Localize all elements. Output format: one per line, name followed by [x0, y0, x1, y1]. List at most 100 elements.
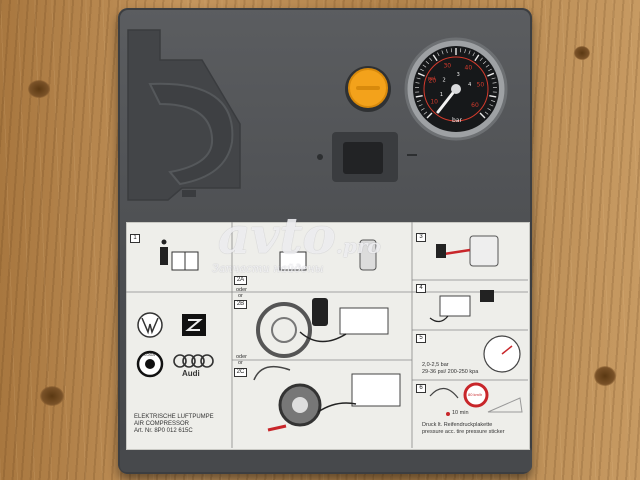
gauge-tick-label: 50	[477, 82, 485, 89]
gauge-tick	[422, 64, 427, 68]
gauge-tick	[492, 82, 497, 84]
gauge-tick	[482, 60, 487, 65]
hose-clip	[148, 82, 234, 186]
gauge-unit-bar: bar	[452, 117, 462, 124]
pressure-range-bar: 2,0-2,5 bar	[422, 362, 449, 368]
cap-grip	[356, 86, 380, 90]
gauge-tick-label: 30	[443, 63, 451, 70]
wood-knot	[574, 46, 590, 60]
gauge-tick	[464, 49, 466, 54]
gauge-inner-label: 3	[457, 72, 460, 78]
audi-logo-text: Audi	[182, 369, 200, 378]
gauge-tick	[415, 82, 420, 84]
oder-label-2: oder	[236, 354, 248, 360]
gauge-tick-label: 20	[429, 77, 437, 84]
info-icon-dot	[161, 239, 167, 245]
compressor-icon-2	[351, 373, 401, 407]
speed-limit-sign	[463, 382, 489, 408]
compressor-small-icon	[439, 295, 471, 317]
gauge-tick	[485, 64, 490, 68]
power-socket-icon	[469, 235, 499, 267]
wood-knot	[40, 386, 64, 406]
gauge-tick	[488, 68, 492, 72]
step-number-2C: 2C	[234, 368, 247, 377]
gauge-tick	[429, 57, 433, 62]
placard-note-de: Druck lt. Reifendruckplakette	[422, 422, 493, 428]
pressure-range-psi: 29-36 psi/ 200-250 kpa	[422, 369, 479, 375]
gauge-psi-arc	[423, 56, 489, 122]
clip-slot	[182, 190, 196, 197]
gauge-tick-marks: 10 20 30 40 50 60 1 2 3 4	[415, 48, 497, 119]
switch-off-dot	[317, 154, 323, 160]
gauge-tick	[416, 100, 421, 102]
oder-label-1: oder	[236, 287, 248, 293]
gauge-tick	[417, 72, 425, 77]
housing-base	[120, 446, 532, 472]
gauge-tick	[474, 54, 480, 62]
or-label-1: or	[238, 293, 243, 299]
red-arrow	[443, 248, 471, 256]
gauge-tick	[468, 50, 471, 55]
watermark-brand: avto.pro	[218, 206, 381, 265]
gauge-tick	[487, 72, 495, 77]
watermark-tagline: Запчасти найдены	[212, 262, 324, 275]
ten-minutes-text: 10 min	[452, 410, 469, 416]
audi-logo	[173, 354, 214, 368]
gauge-tick	[441, 50, 444, 55]
gauge-tick-label: 10	[430, 99, 438, 106]
gauge-tick	[432, 54, 438, 62]
gauge-tick	[418, 104, 423, 107]
car-icon	[429, 387, 459, 399]
gauge-tick-label: 60	[471, 102, 479, 109]
gauge-tick	[484, 111, 489, 115]
wood-knot	[28, 80, 50, 98]
tire-icon	[256, 302, 312, 358]
wood-knot	[594, 366, 616, 386]
gauge-tick	[479, 112, 486, 119]
gauge-tick	[489, 104, 494, 107]
compressor-icon	[339, 307, 389, 335]
sealant-bottle-black	[312, 298, 328, 326]
product-name-de: ELEKTRISCHE LUFTPUMPE	[134, 414, 214, 420]
gauge-tick	[426, 112, 433, 119]
product-name-en: AIR COMPRESSOR	[134, 421, 190, 427]
gauge-unit-psi: psi	[428, 76, 435, 82]
step-number-4: 4	[416, 284, 426, 293]
skoda-logo-text: SKODA	[141, 352, 156, 357]
gauge-tick	[446, 49, 448, 54]
gauge-inner-label: 1	[440, 92, 443, 98]
speed-sign-text: 80 km/h	[468, 392, 483, 397]
label-grid	[126, 222, 528, 448]
info-icon	[160, 247, 168, 265]
step-number-2A: 2A	[234, 276, 247, 285]
gauge-tick	[425, 60, 430, 65]
gauge-tick-label: 40	[465, 64, 473, 71]
gauge-tick	[420, 68, 424, 72]
switch-on-line	[407, 154, 417, 156]
step-number-3: 3	[416, 233, 426, 242]
placard-note-en: pressure acc. tire pressure sticker	[422, 429, 505, 435]
power-switch[interactable]	[343, 142, 383, 174]
switch-on-icon	[480, 290, 494, 302]
red-arrow	[267, 424, 287, 432]
step-number-5: 5	[416, 334, 426, 343]
gauge-tick	[420, 108, 425, 111]
gauge-hub	[451, 84, 461, 94]
step-number-1: 1	[130, 234, 140, 243]
gauge-tick	[423, 111, 428, 115]
article-number: Art. Nr. 8P0 012 615C	[134, 428, 193, 434]
gauge-inner-label: 2	[443, 77, 446, 83]
gauge-tick	[472, 52, 475, 57]
gauge-tick	[491, 77, 496, 80]
step-number-2B: 2B	[234, 300, 247, 309]
manual-book-icon-2	[279, 251, 307, 271]
gauge-tick	[491, 100, 496, 102]
gauge-tick	[489, 94, 497, 98]
gauge-tick	[415, 94, 423, 98]
gauge-tick	[487, 108, 492, 111]
gauge-inner-label: 4	[468, 82, 471, 88]
sealant-bottle-icon	[359, 239, 377, 271]
plug-icon	[436, 244, 446, 258]
